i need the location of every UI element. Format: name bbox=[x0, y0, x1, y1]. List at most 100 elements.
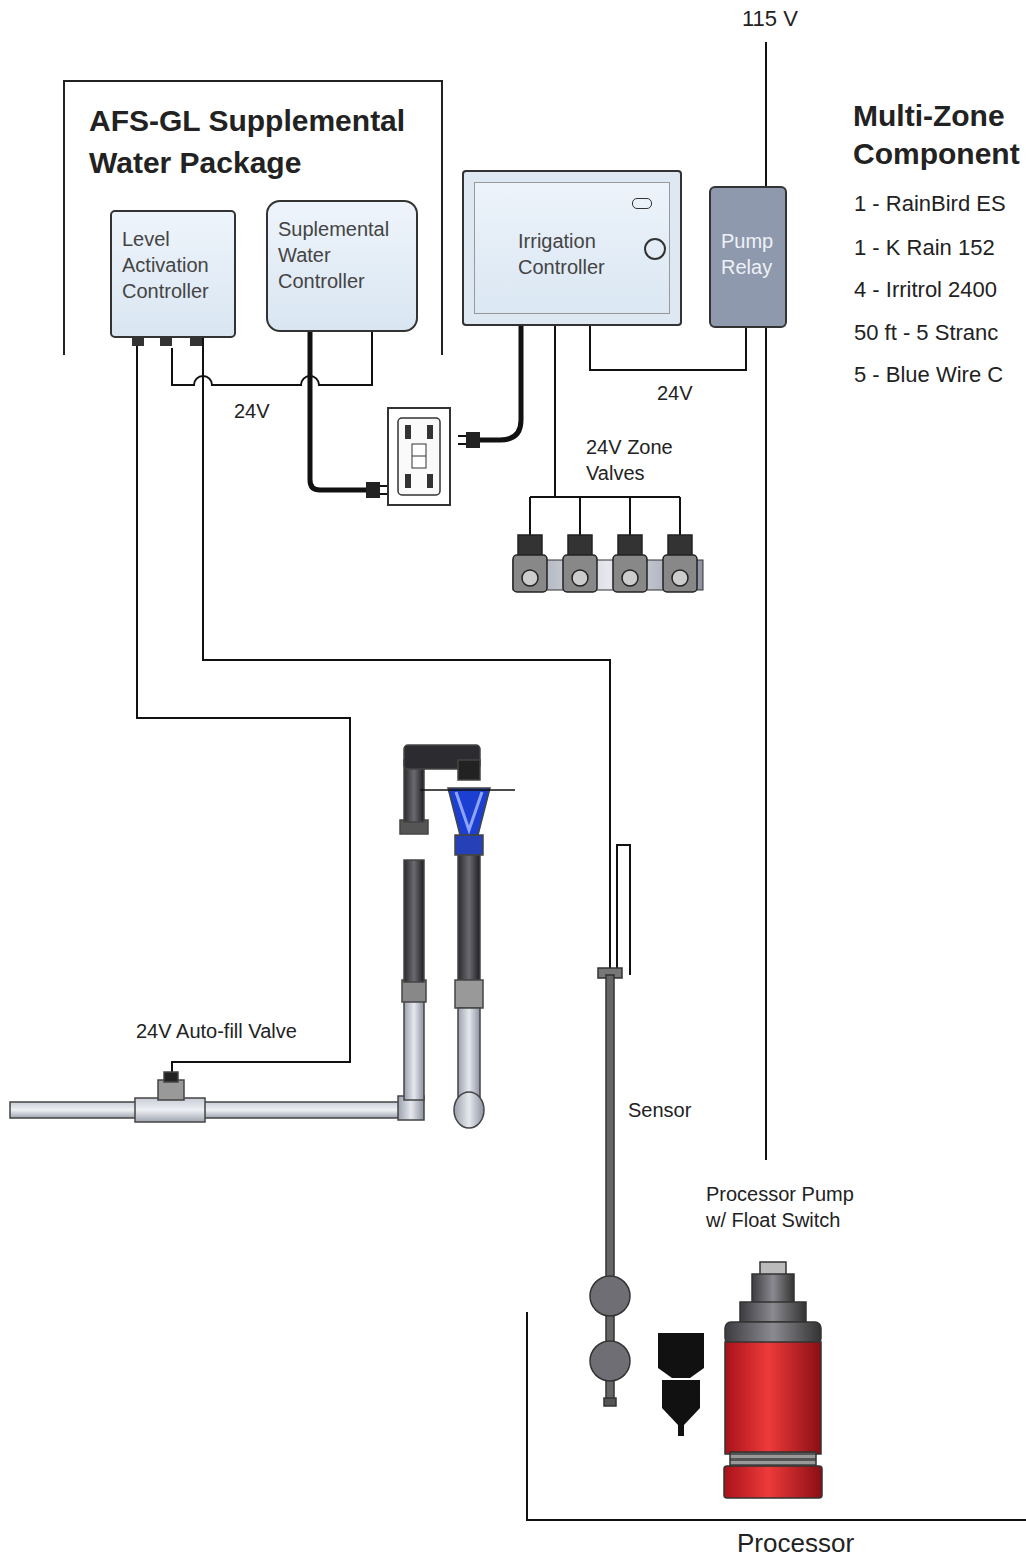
component-label: 24V Zone Valves bbox=[584, 434, 688, 486]
node-text: Processor bbox=[737, 1528, 854, 1558]
svg-path bbox=[617, 845, 630, 975]
node-text: Irrigation Controller bbox=[518, 228, 670, 280]
svg-path bbox=[458, 436, 466, 444]
svg-ellipse bbox=[590, 1276, 630, 1316]
svg-rect bbox=[513, 555, 547, 592]
svg-rect bbox=[405, 474, 411, 488]
svg-rect bbox=[158, 1080, 184, 1100]
list-heading: Component bbox=[853, 136, 1020, 172]
wire-connector bbox=[172, 332, 372, 385]
svg-circle bbox=[622, 570, 638, 586]
svg-rect bbox=[724, 1466, 822, 1498]
svg-rect bbox=[402, 980, 426, 1002]
svg-circle bbox=[522, 570, 538, 586]
list-heading: Multi-Zone bbox=[853, 98, 1005, 134]
svg-rect bbox=[518, 535, 542, 557]
svg-rect bbox=[366, 482, 380, 498]
wire-label: 24V bbox=[655, 380, 695, 406]
list-item: 1 - K Rain 152 bbox=[854, 235, 995, 261]
svg-path bbox=[310, 330, 368, 490]
component-label: Processor Pump w/ Float Switch bbox=[704, 1181, 868, 1233]
svg-path bbox=[380, 486, 388, 494]
terminal bbox=[190, 337, 202, 346]
processor-pump bbox=[724, 1262, 822, 1498]
node-text: Level Activation Controller bbox=[122, 226, 224, 304]
svg-path bbox=[412, 456, 426, 457]
wire-label: 24V bbox=[232, 398, 272, 424]
svg-path bbox=[456, 792, 482, 830]
svg-rect bbox=[427, 474, 433, 488]
node-text: AFS-GL Supplemental Water Package bbox=[89, 100, 427, 184]
latch bbox=[632, 198, 652, 209]
list-item: 4 - Irritrol 2400 bbox=[854, 277, 997, 303]
svg-circle bbox=[672, 570, 688, 586]
svg-rect bbox=[466, 432, 480, 448]
svg-rect bbox=[604, 1398, 616, 1406]
svg-rect bbox=[455, 980, 483, 1008]
svg-path bbox=[420, 789, 515, 791]
list-item: 50 ft - 5 Stranc bbox=[854, 320, 998, 346]
voltage-label: 115 V bbox=[740, 6, 800, 32]
controller-box: Suplemental Water Controller bbox=[266, 200, 418, 332]
svg-rect bbox=[613, 555, 647, 592]
node-text: Suplemental Water Controller bbox=[278, 216, 406, 294]
svg-g bbox=[513, 535, 697, 592]
svg-rect bbox=[663, 555, 697, 592]
svg-rect bbox=[412, 444, 426, 468]
wire-connector bbox=[590, 326, 746, 370]
gfci-outlet bbox=[388, 408, 450, 505]
controller-box: Irrigation Controller bbox=[462, 170, 682, 326]
wiring bbox=[137, 42, 766, 1072]
svg-rect bbox=[740, 1302, 806, 1322]
terminal bbox=[132, 337, 144, 346]
relay-box: Pump Relay bbox=[709, 186, 787, 328]
svg-path bbox=[658, 1333, 704, 1378]
supply-pipe bbox=[10, 745, 515, 1128]
svg-path bbox=[530, 326, 680, 535]
svg-rect bbox=[606, 975, 614, 1400]
svg-path bbox=[478, 326, 521, 440]
controller-box: Level Activation Controller bbox=[110, 210, 236, 338]
svg-rect bbox=[668, 535, 692, 557]
svg-path bbox=[137, 330, 350, 1072]
svg-rect bbox=[725, 1342, 821, 1454]
zone-valves bbox=[513, 535, 703, 592]
wire-connector bbox=[765, 328, 767, 1160]
list-item: 1 - RainBird ES bbox=[854, 191, 1006, 217]
package-region: AFS-GL Supplemental Water PackageLevel A… bbox=[63, 80, 443, 355]
component-label: Sensor bbox=[626, 1097, 693, 1123]
svg-rect bbox=[398, 418, 440, 495]
node-text: Pump Relay bbox=[721, 228, 779, 280]
svg-rect bbox=[388, 408, 450, 505]
svg-rect bbox=[458, 1008, 480, 1098]
svg-path bbox=[448, 788, 490, 835]
svg-circle bbox=[572, 570, 588, 586]
svg-rect bbox=[427, 425, 433, 439]
knob bbox=[644, 238, 666, 260]
svg-rect bbox=[135, 1098, 205, 1122]
svg-ellipse bbox=[590, 1341, 630, 1381]
terminal bbox=[160, 337, 172, 346]
svg-rect bbox=[164, 1072, 178, 1082]
svg-rect bbox=[405, 425, 411, 439]
svg-rect bbox=[618, 535, 642, 557]
list-item: 5 - Blue Wire C bbox=[854, 362, 1003, 388]
component-label: 24V Auto-fill Valve bbox=[134, 1018, 299, 1044]
svg-rect bbox=[752, 1274, 794, 1304]
svg-rect bbox=[568, 535, 592, 557]
svg-rect bbox=[455, 835, 483, 855]
level-sensor bbox=[590, 968, 630, 1406]
tank-outline bbox=[527, 1312, 1026, 1520]
svg-rect bbox=[563, 555, 597, 592]
svg-rect bbox=[725, 1322, 821, 1344]
svg-rect bbox=[458, 760, 480, 780]
svg-rect bbox=[404, 1000, 424, 1100]
svg-rect bbox=[458, 855, 480, 980]
svg-rect bbox=[678, 1422, 684, 1436]
svg-rect bbox=[404, 860, 424, 982]
svg-rect bbox=[10, 1102, 405, 1118]
svg-path bbox=[765, 42, 767, 186]
svg-path bbox=[662, 1380, 700, 1425]
svg-ellipse bbox=[454, 1092, 484, 1128]
float-switch bbox=[658, 1333, 704, 1436]
